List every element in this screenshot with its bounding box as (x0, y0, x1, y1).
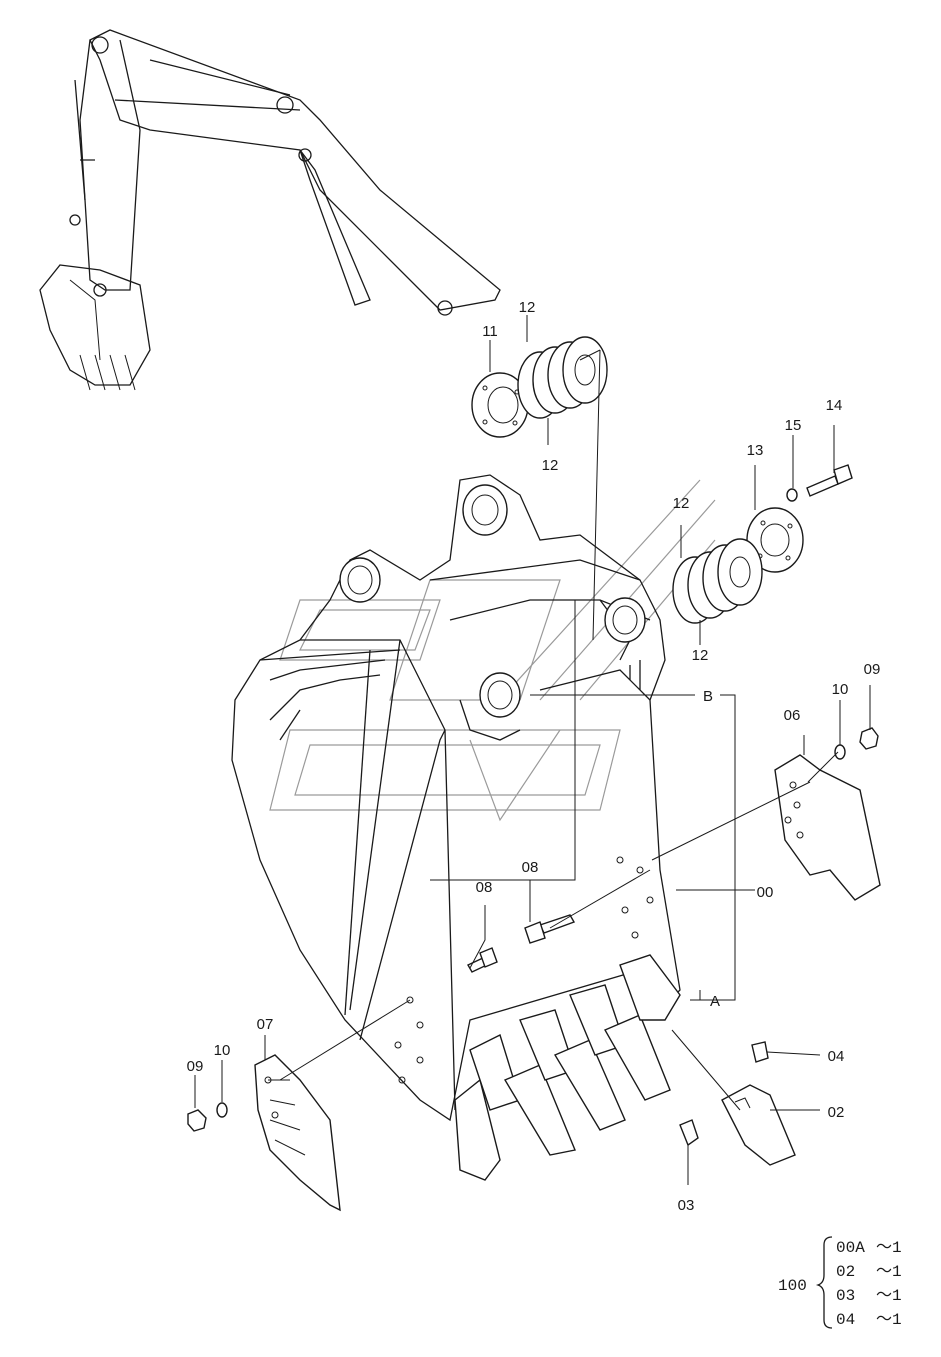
callout-02: 02 (828, 1104, 845, 1121)
kit-composition-legend: 100 00A ～1 02 ～1 03 ～1 04 ～1 (778, 1236, 902, 1329)
callout-11: 11 (482, 323, 498, 340)
callout-10-right: 10 (832, 681, 849, 698)
part-12-shims-upper (517, 336, 608, 419)
bucket-teeth (454, 954, 681, 1181)
callout-04: 04 (828, 1048, 845, 1065)
callout-03: 03 (678, 1197, 695, 1214)
callout-10-left: 10 (214, 1042, 231, 1059)
part-02-tooth (721, 1084, 796, 1166)
callout-08-lower: 08 (476, 879, 493, 896)
callout-09-right: 09 (864, 661, 881, 678)
part-15-washer (786, 488, 798, 502)
kit-item-qty: ～1 (876, 1239, 902, 1257)
excavator-boom-arm-inset (39, 29, 501, 391)
callout-13: 13 (747, 442, 764, 459)
part-11-collar (471, 372, 529, 438)
callout-08-upper: 08 (522, 859, 539, 876)
kit-item-part: 04 (836, 1311, 855, 1329)
reference-b: B (703, 688, 713, 705)
kit-brace (815, 1236, 833, 1329)
part-09-nut-right (859, 727, 879, 750)
part-08-bolt-lower (467, 947, 498, 973)
part-09-nut-left (187, 1109, 207, 1132)
part-14-bolt (806, 464, 853, 497)
part-03-pin (679, 1119, 699, 1147)
kit-item-part: 03 (836, 1287, 855, 1305)
callout-labels: 11 12 12 13 15 14 12 12 B A 00 09 10 06 … (187, 299, 881, 1214)
callout-12-lower-bottom: 12 (692, 647, 709, 664)
callout-12-top: 12 (519, 299, 536, 316)
kit-item-qty: ～1 (876, 1311, 902, 1329)
callout-14: 14 (826, 397, 843, 414)
kit-item-part: 02 (836, 1263, 855, 1281)
callout-12-lower-top: 12 (673, 495, 690, 512)
leader-lines (194, 315, 871, 1185)
part-10-washer-left (216, 1102, 228, 1118)
kit-number: 100 (778, 1277, 807, 1295)
callout-09-left: 09 (187, 1058, 204, 1075)
kit-item-qty: ～1 (876, 1287, 902, 1305)
part-07-side-cutter (254, 1054, 341, 1212)
kit-item-qty: ～1 (876, 1263, 902, 1281)
part-00-bucket (231, 474, 681, 1122)
part-12-shims-lower (672, 538, 763, 624)
callout-06: 06 (784, 707, 801, 724)
reference-a: A (710, 993, 720, 1010)
part-10-washer-right (834, 744, 846, 760)
kit-item-part: 00A (836, 1239, 865, 1257)
callout-15: 15 (785, 417, 802, 434)
part-08-bolt-upper (524, 914, 576, 944)
callout-07: 07 (257, 1016, 274, 1033)
part-06-side-cutter (774, 754, 881, 901)
callout-00: 00 (757, 884, 774, 901)
callout-12-upper-bottom: 12 (542, 457, 559, 474)
part-04-lock (751, 1041, 769, 1063)
